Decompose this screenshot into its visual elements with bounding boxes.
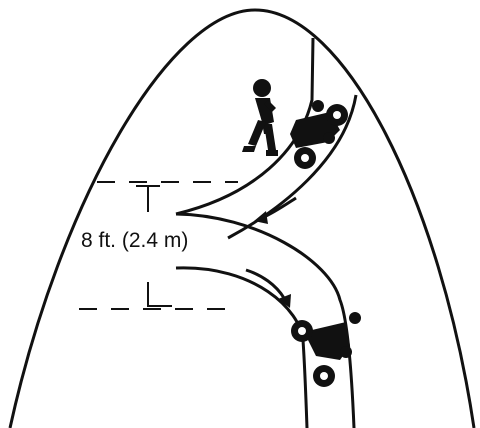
dimension-bracket-top xyxy=(136,185,160,212)
hill-outline xyxy=(8,8,476,428)
atv-rider-icon xyxy=(291,312,361,387)
measurement-label: 8 ft. (2.4 m) xyxy=(79,228,191,254)
walking-person-icon xyxy=(242,79,278,156)
direction-arrow-icon xyxy=(254,196,297,224)
lower-track-upper-edge xyxy=(175,212,356,428)
dimension-bracket-bottom xyxy=(147,282,172,307)
upper-track-outer-edge xyxy=(175,37,315,216)
lower-track-lower-edge xyxy=(175,266,309,428)
atv-rider-icon xyxy=(290,100,348,169)
direction-arrow-icon xyxy=(245,268,291,308)
